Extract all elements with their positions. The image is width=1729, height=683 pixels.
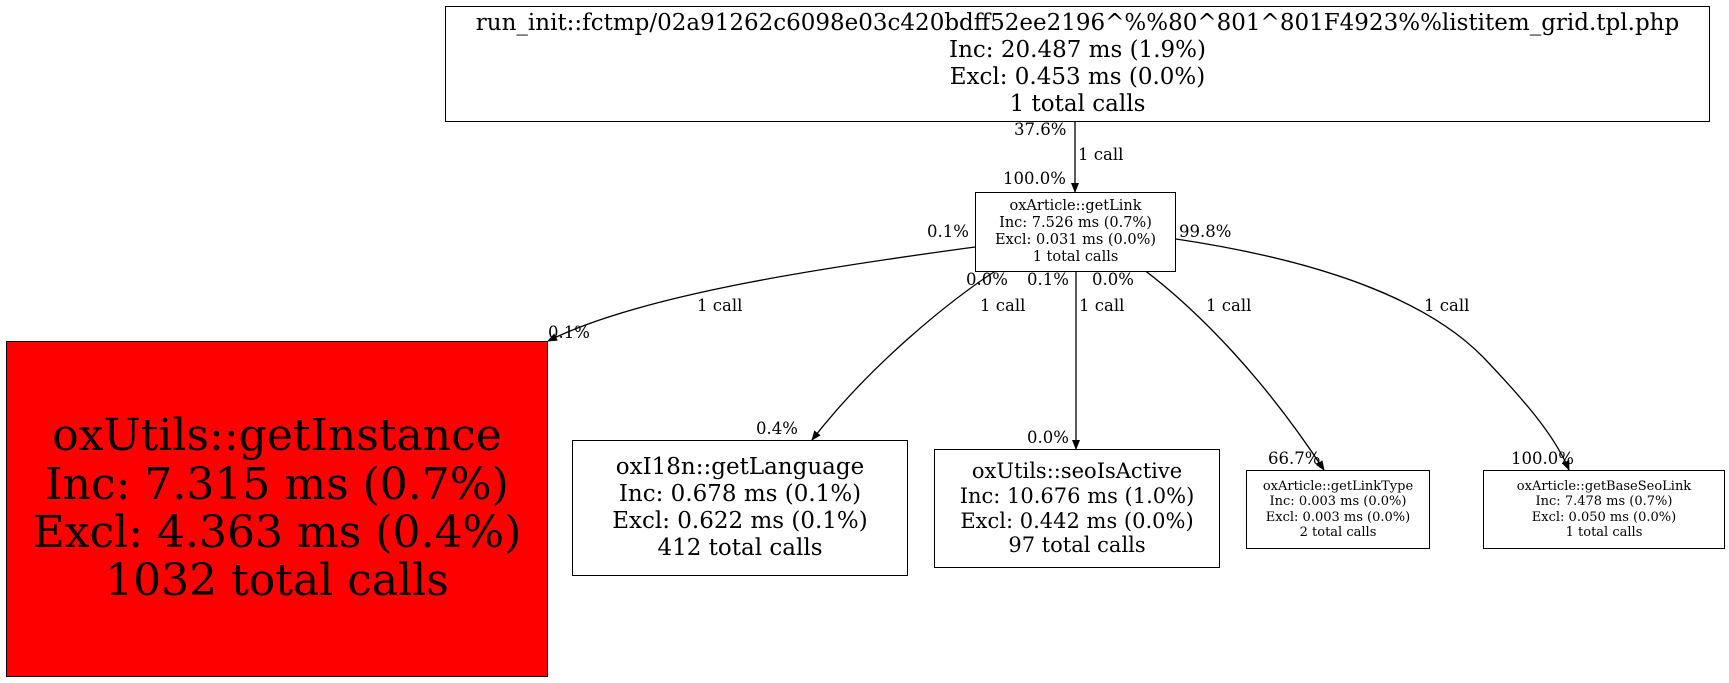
edge-getlink-getbaseseolink-tail: 99.8%	[1179, 222, 1232, 241]
edge-getlink-seoisactive-tail: 0.1%	[1027, 270, 1069, 289]
node-seoisactive-inc: Inc: 10.676 ms (1.0%)	[959, 483, 1195, 508]
node-getlanguage-calls: 412 total calls	[657, 535, 823, 562]
edge-root-getlink-tail: 37.6%	[1014, 120, 1067, 139]
edge-getlink-getinstance-tail: 0.1%	[927, 222, 969, 241]
node-getinstance[interactable]: oxUtils::getInstance Inc: 7.315 ms (0.7%…	[6, 341, 548, 677]
node-root[interactable]: run_init::fctmp/02a91262c6098e03c420bdff…	[445, 6, 1710, 122]
node-seoisactive[interactable]: oxUtils::seoIsActive Inc: 10.676 ms (1.0…	[934, 449, 1220, 568]
node-seoisactive-name: oxUtils::seoIsActive	[971, 458, 1183, 483]
node-getbaseseolink-inc: Inc: 7.478 ms (0.7%)	[1535, 494, 1673, 510]
node-getlink-calls: 1 total calls	[1032, 249, 1119, 266]
edge-getlink-to-getlanguage	[811, 267, 1001, 441]
edge-getlink-getinstance-head: 0.1%	[548, 323, 590, 342]
node-getlink-excl: Excl: 0.031 ms (0.0%)	[994, 232, 1157, 248]
node-root-name: run_init::fctmp/02a91262c6098e03c420bdff…	[475, 9, 1680, 36]
node-root-excl: Excl: 0.453 ms (0.0%)	[949, 64, 1206, 90]
edge-getlink-seoisactive-head: 0.0%	[1027, 428, 1069, 447]
node-getlinktype-name: oxArticle::getLinkType	[1262, 478, 1414, 494]
edge-getlink-getlanguage-label: 1 call	[980, 296, 1026, 315]
edge-root-getlink-head: 100.0%	[1003, 169, 1066, 188]
node-getlinktype-inc: Inc: 0.003 ms (0.0%)	[1269, 494, 1407, 510]
node-getlink-inc: Inc: 7.526 ms (0.7%)	[999, 214, 1152, 231]
edge-getlink-to-getbaseseolink	[1175, 238, 1570, 471]
edge-getlink-to-getlinktype	[1142, 268, 1325, 471]
edge-getlink-getlinktype-head: 66.7%	[1268, 449, 1321, 468]
edge-getlink-to-getinstance	[547, 246, 976, 342]
node-getinstance-name: oxUtils::getInstance	[52, 410, 502, 462]
edge-getlink-getbaseseolink-head: 100.0%	[1511, 449, 1574, 468]
node-seoisactive-calls: 97 total calls	[1008, 533, 1146, 558]
node-getbaseseolink-excl: Excl: 0.050 ms (0.0%)	[1531, 509, 1677, 525]
node-getlanguage-excl: Excl: 0.622 ms (0.1%)	[612, 508, 868, 534]
node-getinstance-excl: Excl: 4.363 ms (0.4%)	[32, 507, 522, 558]
edge-getlink-getlanguage-tail: 0.0%	[966, 270, 1008, 289]
node-getlink-name: oxArticle::getLink	[1009, 197, 1142, 214]
node-getlanguage-name: oxI18n::getLanguage	[615, 453, 865, 480]
edge-getlink-getlinktype-label: 1 call	[1206, 296, 1252, 315]
edge-getlink-getlanguage-head: 0.4%	[756, 419, 798, 438]
node-seoisactive-excl: Excl: 0.442 ms (0.0%)	[960, 508, 1194, 533]
node-getbaseseolink[interactable]: oxArticle::getBaseSeoLink Inc: 7.478 ms …	[1483, 470, 1725, 549]
node-getlink[interactable]: oxArticle::getLink Inc: 7.526 ms (0.7%) …	[975, 192, 1176, 272]
node-getlinktype-excl: Excl: 0.003 ms (0.0%)	[1265, 509, 1411, 525]
node-getlinktype[interactable]: oxArticle::getLinkType Inc: 0.003 ms (0.…	[1246, 470, 1430, 549]
node-getbaseseolink-calls: 1 total calls	[1565, 524, 1643, 540]
node-getlanguage-inc: Inc: 0.678 ms (0.1%)	[618, 480, 862, 507]
node-getlinktype-calls: 2 total calls	[1299, 524, 1377, 540]
node-getbaseseolink-name: oxArticle::getBaseSeoLink	[1516, 478, 1692, 494]
node-root-inc: Inc: 20.487 ms (1.9%)	[949, 36, 1206, 63]
edge-getlink-getbaseseolink-label: 1 call	[1424, 296, 1470, 315]
edge-root-getlink-label: 1 call	[1078, 145, 1124, 164]
edge-getlink-getlinktype-tail: 0.0%	[1092, 270, 1134, 289]
node-getlanguage[interactable]: oxI18n::getLanguage Inc: 0.678 ms (0.1%)…	[572, 440, 908, 576]
node-getinstance-inc: Inc: 7.315 ms (0.7%)	[45, 458, 509, 510]
edge-getlink-getinstance-label: 1 call	[697, 296, 743, 315]
node-getinstance-calls: 1032 total calls	[105, 555, 449, 607]
edge-getlink-seoisactive-label: 1 call	[1079, 296, 1125, 315]
node-root-calls: 1 total calls	[1009, 91, 1146, 118]
